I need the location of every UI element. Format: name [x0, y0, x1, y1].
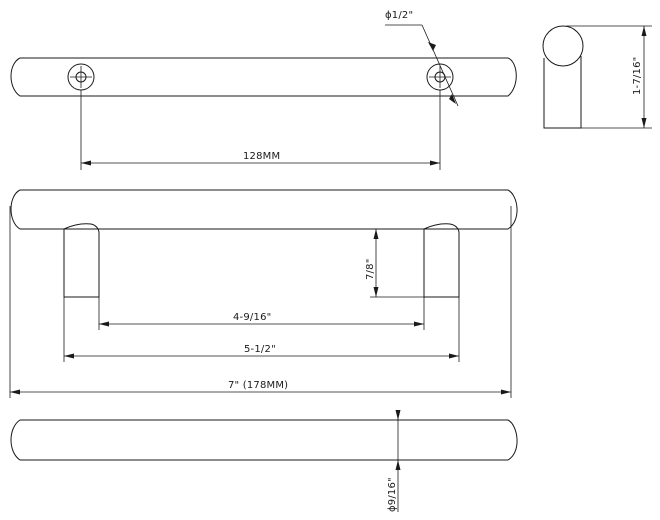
front-view: 7/8" 4-9/16" 5-1/2" 7" (178MM) [9, 189, 518, 398]
overall-length-label: 7" (178MM) [228, 380, 288, 391]
bar-diameter-label: ϕ9/16" [387, 477, 398, 512]
inner-span-label: 4-9/16" [233, 312, 271, 323]
handle-height-dimension [566, 25, 652, 129]
top-view-bar-outline [10, 57, 517, 97]
bottom-view-bar-outline [10, 419, 518, 461]
left-post [63, 223, 100, 298]
front-view-bar-outline [10, 189, 518, 230]
hole-diameter-leader [385, 24, 459, 107]
outer-span-dimension [63, 297, 460, 362]
handle-height-label: 1-7/16" [632, 57, 643, 95]
inner-span-dimension [98, 297, 425, 330]
outer-span-label: 5-1/2" [244, 344, 276, 355]
overall-length-dimension [9, 206, 512, 398]
top-view: ϕ1/2" 128MM [10, 10, 517, 170]
right-post [423, 223, 460, 298]
post-height-label: 7/8" [365, 259, 376, 281]
end-view: 1-7/16" [542, 25, 652, 129]
end-view-bar-circle [542, 25, 584, 67]
hole-spacing-label: 128MM [243, 151, 280, 162]
post-height-dimension [370, 228, 436, 298]
hole-spacing-dimension [80, 90, 441, 170]
hole-diameter-label: ϕ1/2" [385, 10, 413, 21]
end-view-post [543, 56, 582, 129]
left-mounting-hole [67, 63, 95, 91]
bottom-view: ϕ9/16" [10, 410, 518, 512]
bar-diameter-dimension [395, 410, 401, 512]
